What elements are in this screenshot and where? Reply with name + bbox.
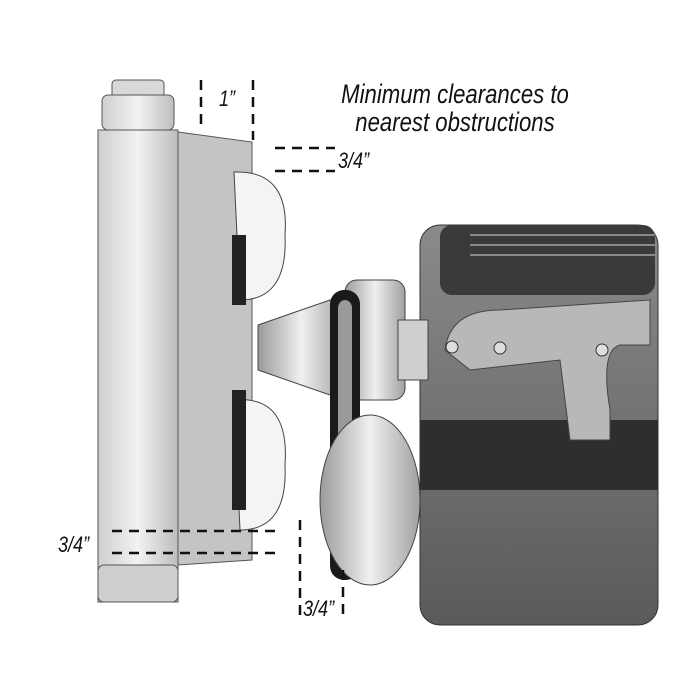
pulley-clearance-label: 3/4” bbox=[303, 596, 335, 621]
fan-top-clearance-label: 3/4” bbox=[338, 148, 370, 173]
engine bbox=[419, 224, 659, 626]
title-line-2: nearest obstructions bbox=[355, 107, 555, 137]
clearance-guides bbox=[112, 80, 345, 620]
diagram-title: Minimum clearances to nearest obstructio… bbox=[328, 80, 582, 136]
title-line-1: Minimum clearances to bbox=[341, 79, 569, 109]
water-pump-pulleys bbox=[257, 279, 429, 586]
bottom-left-clearance-label: 3/4” bbox=[58, 532, 90, 557]
top-clearance-label: 1” bbox=[219, 86, 236, 111]
radiator bbox=[97, 79, 253, 603]
electric-fans bbox=[232, 171, 286, 531]
